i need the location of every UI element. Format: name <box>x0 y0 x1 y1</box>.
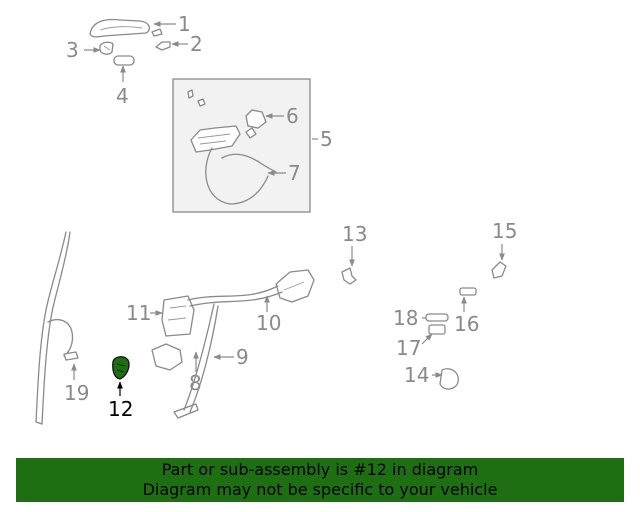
callout-12: 12 <box>108 397 133 421</box>
callout-18: 18 <box>393 306 418 330</box>
part-19-weatherstrip <box>35 231 79 425</box>
callout-11: 11 <box>126 301 151 325</box>
callout-8: 8 <box>189 371 202 395</box>
banner-line-1: Part or sub-assembly is #12 in diagram <box>161 460 479 479</box>
callout-6: 6 <box>286 104 299 128</box>
callout-4: 4 <box>116 84 129 108</box>
part-2-bracket <box>155 41 171 51</box>
callout-2: 2 <box>190 32 203 56</box>
part-18-seal <box>425 313 449 322</box>
callout-19: 19 <box>64 381 89 405</box>
part-1-outside-handle <box>89 18 151 38</box>
callout-17: 17 <box>396 336 421 360</box>
part-5-lock-assembly-box <box>172 78 311 213</box>
part-12-highlighted <box>112 356 130 380</box>
callout-7: 7 <box>288 161 301 185</box>
part-8-9-cables <box>151 285 283 419</box>
part-4-pad <box>113 55 135 66</box>
callout-3: 3 <box>66 38 79 62</box>
part-15-bracket <box>491 261 507 279</box>
part-11-actuator <box>161 295 195 337</box>
part-13-striker <box>341 267 357 285</box>
part-info-banner: Part or sub-assembly is #12 in diagram D… <box>16 458 624 502</box>
banner-line-2: Diagram may not be specific to your vehi… <box>142 480 498 499</box>
part-10-latch <box>275 269 315 303</box>
callout-15: 15 <box>492 219 517 243</box>
part-16-clip <box>459 287 477 296</box>
part-17-block <box>428 324 446 335</box>
leader-lines <box>71 21 505 396</box>
part-14-cap <box>439 368 459 390</box>
callout-16: 16 <box>454 312 479 336</box>
part-3-cover <box>99 41 114 55</box>
handle-cap <box>151 28 163 37</box>
callout-10: 10 <box>256 311 281 335</box>
callout-9: 9 <box>236 345 249 369</box>
callout-14: 14 <box>404 363 429 387</box>
callout-labels: 1 2 3 4 5 6 7 8 9 10 11 12 13 14 15 16 1… <box>64 12 517 421</box>
callout-5: 5 <box>320 127 333 151</box>
parts-diagram: 1 2 3 4 5 6 7 8 9 10 11 12 13 14 15 16 1… <box>35 12 517 425</box>
callout-13: 13 <box>342 222 367 246</box>
callout-1: 1 <box>178 12 191 36</box>
